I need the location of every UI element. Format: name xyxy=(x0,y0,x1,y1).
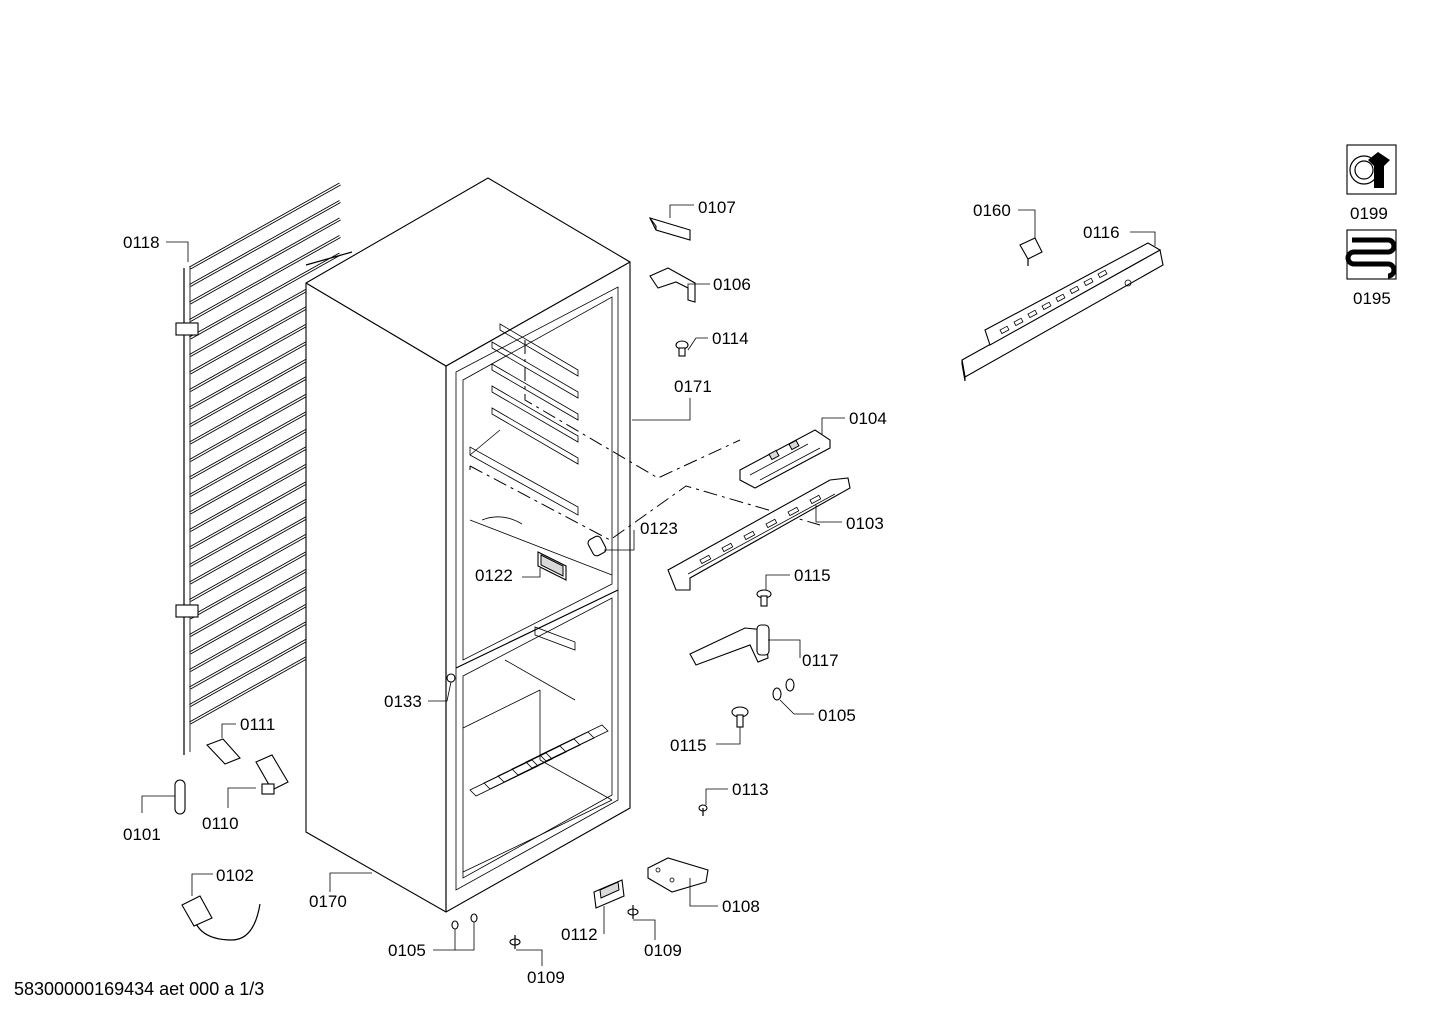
capacitor-0101[interactable] xyxy=(174,779,186,815)
callout-label: 0117 xyxy=(802,651,839,670)
screw-0109-right[interactable] xyxy=(627,905,639,919)
frame-slot xyxy=(699,554,712,565)
cover-0111[interactable] xyxy=(206,738,241,765)
callout-label: 0109 xyxy=(644,941,682,960)
screw-0115-lower[interactable] xyxy=(731,706,749,728)
callout-label: 0170 xyxy=(309,892,347,911)
frame-slot xyxy=(765,518,778,529)
door-handle-top[interactable] xyxy=(648,217,691,241)
panel-button xyxy=(1013,317,1024,327)
callout-label: 0102 xyxy=(216,866,254,885)
callout-label: 0105 xyxy=(388,941,426,960)
condenser-coil[interactable] xyxy=(175,182,353,755)
starter-relay-0110[interactable] xyxy=(255,754,289,795)
callout-label: 0116 xyxy=(1083,223,1120,242)
connector-0160[interactable] xyxy=(1019,237,1043,266)
panel-button xyxy=(1027,309,1038,319)
callout-labels: 0118 0107 0106 0114 0171 0104 0103 0123 … xyxy=(123,198,1120,987)
screw-0113[interactable] xyxy=(698,804,708,816)
callout-label: 0113 xyxy=(732,780,769,799)
panel-button xyxy=(1097,269,1108,279)
callout-label: 0118 xyxy=(123,233,160,252)
lamp-cover[interactable] xyxy=(587,535,608,557)
leader-lines xyxy=(141,204,1156,966)
document-id: 58300000169434 aet 000 a 1/3 xyxy=(14,979,265,999)
control-panel-frame[interactable] xyxy=(667,477,851,591)
callout-label: 0110 xyxy=(202,814,239,833)
callout-label: 0133 xyxy=(384,692,422,711)
refrigerator-cabinet[interactable] xyxy=(305,177,631,913)
freezer-tray-rib xyxy=(539,724,609,762)
callout-label: 0115 xyxy=(670,736,707,755)
feet-0105[interactable] xyxy=(451,913,478,930)
door-stop-pin[interactable] xyxy=(446,673,456,683)
callout-label: 0115 xyxy=(794,566,831,585)
legend-code-0195: 0195 xyxy=(1353,289,1391,308)
frame-slot xyxy=(787,506,800,517)
callout-label: 0160 xyxy=(973,201,1011,220)
hinge-middle[interactable] xyxy=(689,624,770,666)
callout-label: 0122 xyxy=(475,566,513,585)
callout-label: 0101 xyxy=(123,825,161,844)
callout-label: 0106 xyxy=(713,275,751,294)
screw-0114[interactable] xyxy=(675,340,689,357)
condenser-coil-icon xyxy=(1345,229,1397,280)
panel-button xyxy=(1083,277,1094,287)
frame-slot xyxy=(809,494,822,505)
callout-label: 0108 xyxy=(722,897,760,916)
freezer-interior xyxy=(462,626,613,873)
ventilation-grille[interactable] xyxy=(537,551,567,581)
frame-slot xyxy=(743,530,756,541)
callout-label: 0107 xyxy=(698,198,736,217)
callout-label: 0171 xyxy=(674,377,712,396)
panel-knob xyxy=(1124,279,1132,287)
cover-0112[interactable] xyxy=(593,879,625,909)
callout-label: 0103 xyxy=(846,514,884,533)
callout-label: 0109 xyxy=(527,968,565,987)
screw-0109-bottom[interactable] xyxy=(509,935,521,949)
panel-button xyxy=(1069,285,1080,295)
callout-label: 0111 xyxy=(240,715,275,734)
hinge-bracket-top[interactable] xyxy=(649,267,696,303)
screw-0115-upper[interactable] xyxy=(756,589,772,607)
callout-label: 0105 xyxy=(818,706,856,725)
power-cord-0102[interactable] xyxy=(181,895,261,941)
callout-label: 0114 xyxy=(712,329,749,348)
fridge-shelf-rails xyxy=(469,323,613,576)
panel-button xyxy=(1055,293,1066,303)
callout-label: 0112 xyxy=(561,925,598,944)
panel-button xyxy=(999,325,1010,335)
callout-label: 0123 xyxy=(640,519,678,538)
bushings-0105[interactable] xyxy=(772,678,795,701)
control-panel-assembly[interactable] xyxy=(961,242,1164,382)
frame-slot xyxy=(721,542,734,553)
callout-label: 0104 xyxy=(849,409,887,428)
service-wrench-icon xyxy=(1346,144,1397,195)
hinge-bottom[interactable] xyxy=(647,857,709,893)
control-module[interactable] xyxy=(739,429,831,489)
legend-code-0199: 0199 xyxy=(1350,204,1388,223)
panel-button xyxy=(1041,301,1052,311)
